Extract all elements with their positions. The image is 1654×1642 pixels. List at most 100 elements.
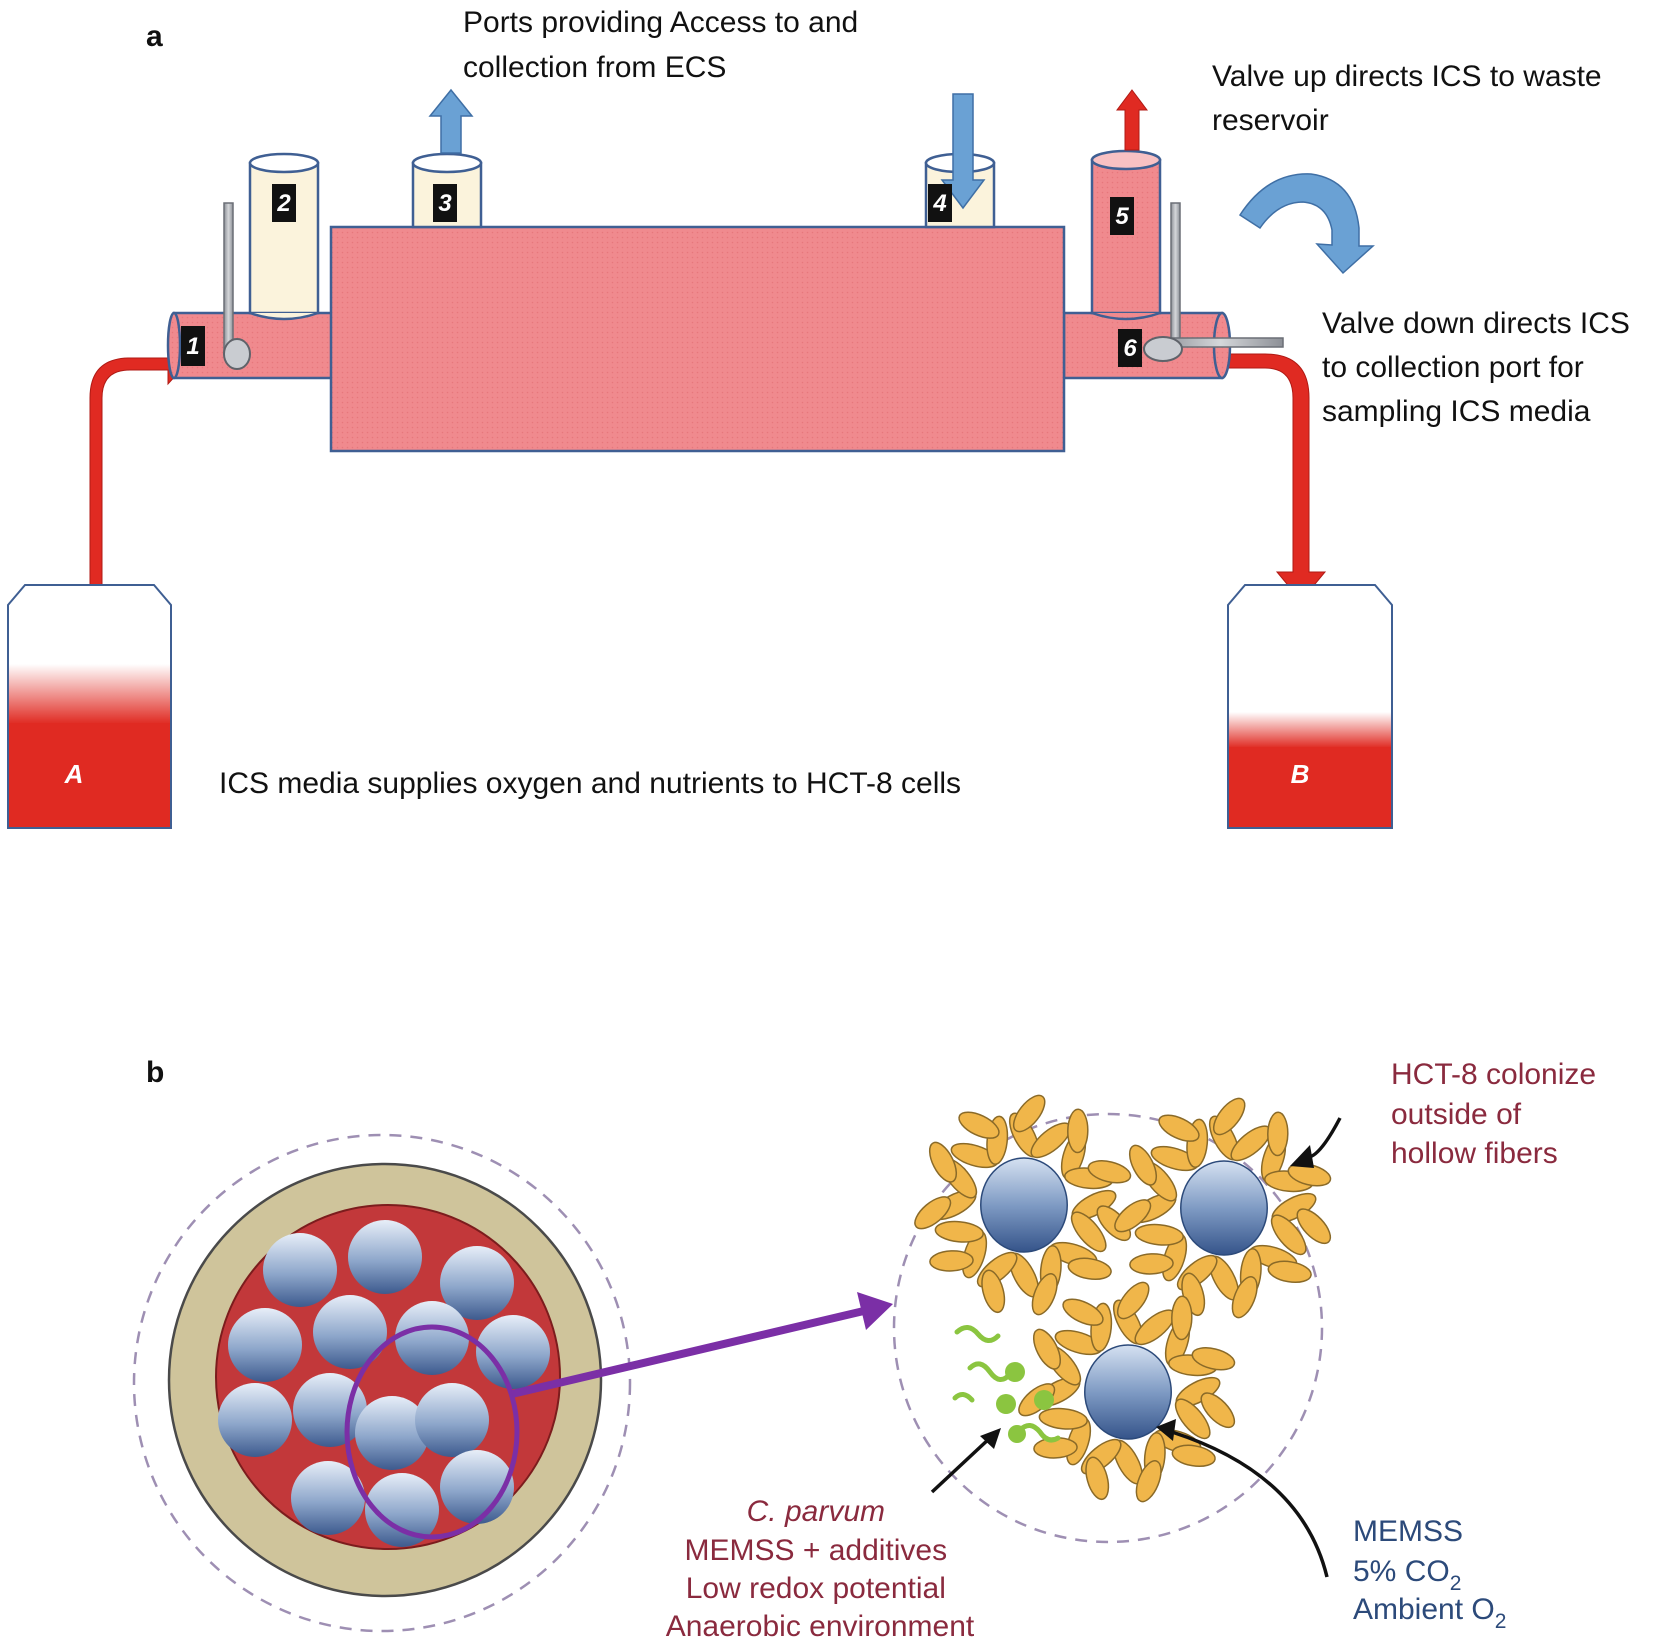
hct8-cell [1032, 1328, 1062, 1370]
inflow-arrow [89, 342, 187, 586]
c-parvum-parasites [952, 1325, 1061, 1443]
port-number-2: 2 [276, 190, 291, 217]
port-badge-3: 3 [433, 184, 457, 222]
hct8-cell [1087, 1160, 1132, 1184]
valve-right [1143, 202, 1284, 362]
hct8-cell [1070, 1211, 1107, 1253]
c-parvum-line-3: Anaerobic environment [666, 1610, 975, 1642]
panel-b-letter: b [146, 1056, 164, 1089]
pointer-c-parvum [930, 1428, 1001, 1494]
hct8-cell [934, 1220, 984, 1243]
hct8-cell [1128, 1144, 1158, 1186]
o2-subscript: 2 [1495, 1610, 1507, 1633]
hollow-fiber-core [1084, 1344, 1172, 1440]
hct8-cell [1031, 1273, 1058, 1316]
cartridge-cross-section [132, 1133, 632, 1633]
hct8-cell [1085, 1456, 1110, 1501]
port-number-4: 4 [932, 190, 946, 217]
hollow-fiber-core [980, 1157, 1068, 1253]
port-number-1: 1 [186, 333, 199, 360]
hct8-cell [1114, 1199, 1152, 1233]
hct8-cell [1135, 1460, 1162, 1503]
fiber-cluster-top-right [1114, 1097, 1332, 1319]
c-parvum-line-1: MEMSS + additives [685, 1534, 948, 1567]
fiber-cluster-top-left [914, 1094, 1132, 1316]
hct8-cell [1212, 1097, 1246, 1136]
port-badge-4: 4 [928, 184, 952, 222]
valve-down-label-line-1: Valve down directs ICS [1322, 307, 1630, 340]
c-parvum-line-2: Low redox potential [686, 1572, 946, 1605]
co2-subscript: 2 [1450, 1572, 1462, 1595]
ecs-in-arrow [940, 93, 986, 210]
panel-a: a Ports providing Access to and collecti… [7, 6, 1638, 829]
bottle-a: A [7, 584, 172, 829]
valve-down-label: Valve down directs ICS to collection por… [1322, 307, 1638, 428]
hct8-cell [1038, 1407, 1088, 1430]
hct8-cell [958, 1111, 1000, 1139]
hct8-cell [1129, 1253, 1174, 1275]
c-parvum-title: C. parvum [747, 1495, 885, 1528]
hct8-cell [1267, 1111, 1289, 1157]
hct8-cell [1231, 1276, 1258, 1319]
bottle-a-label: A [64, 759, 84, 789]
pointer-hct8 [1290, 1117, 1342, 1168]
port-2-cylinder [248, 152, 320, 321]
hct8-cell [1270, 1214, 1307, 1256]
co2-line: 5% CO2 [1353, 1555, 1461, 1595]
hct8-cell [1158, 1114, 1200, 1142]
memss-line: MEMSS [1353, 1515, 1463, 1548]
hct8-label-line-1: HCT-8 colonize [1391, 1058, 1596, 1091]
zoom-arrow [511, 1292, 893, 1398]
hct8-cell [928, 1141, 958, 1183]
waste-arrow [1116, 89, 1148, 151]
hct8-label-line-3: hollow fibers [1391, 1137, 1558, 1170]
ports-label-line-1: Ports providing Access to and [463, 6, 858, 39]
hct8-cell [981, 1269, 1006, 1314]
valve-up-label-line-1: Valve up directs ICS to waste [1212, 60, 1602, 93]
valve-down-label-line-3: sampling ICS media [1322, 395, 1591, 428]
valve-up-label: Valve up directs ICS to waste reservoir [1212, 60, 1610, 137]
hct8-cell [929, 1250, 974, 1272]
hct8-cell [1171, 1295, 1193, 1341]
hct8-cell [1200, 1392, 1236, 1429]
ports-label: Ports providing Access to and collection… [463, 6, 867, 84]
memss-label: MEMSS 5% CO2 Ambient O2 [1353, 1515, 1506, 1633]
valve-left [223, 202, 251, 370]
c-parvum-label: C. parvum MEMSS + additives Low redox po… [666, 1495, 975, 1642]
ics-media-label: ICS media supplies oxygen and nutrients … [219, 767, 961, 800]
hct8-cell [1174, 1398, 1211, 1440]
panel-b: b [132, 1056, 1604, 1642]
port-3-cylinder [411, 152, 483, 229]
outflow-arrow [1224, 353, 1327, 602]
port-number-3: 3 [438, 190, 452, 217]
hct8-cell [1267, 1260, 1312, 1284]
hct8-cell [1116, 1281, 1150, 1320]
hct8-cell [914, 1196, 952, 1230]
hct8-cell [1191, 1347, 1236, 1371]
port-badge-5: 5 [1110, 197, 1134, 235]
hct8-cell [1067, 1108, 1089, 1154]
hct8-cell [1067, 1257, 1112, 1281]
valve-down-label-line-2: to collection port for [1322, 351, 1584, 384]
valve-curved-arrow [1238, 173, 1375, 275]
hct8-cell [1134, 1223, 1184, 1246]
panel-a-letter: a [146, 20, 163, 53]
hct8-cell [1296, 1208, 1332, 1245]
o2-line: Ambient O2 [1353, 1593, 1506, 1633]
hct8-label-line-2: outside of [1391, 1098, 1522, 1131]
fiber-cluster-bottom [1018, 1281, 1236, 1503]
hct8-cell [1012, 1094, 1046, 1133]
port-5-cylinder [1090, 149, 1162, 321]
port-badge-1: 1 [181, 326, 205, 366]
hct8-cell [1062, 1298, 1104, 1326]
hct8-label: HCT-8 colonize outside of hollow fibers [1391, 1058, 1604, 1170]
port-badge-6: 6 [1118, 329, 1142, 367]
hollow-fiber-cartridge [329, 225, 1066, 453]
port-badge-2: 2 [272, 184, 296, 222]
hct8-cell [1171, 1444, 1216, 1468]
pointer-memss [1156, 1419, 1329, 1578]
valve-up-label-line-2: reservoir [1212, 104, 1329, 137]
zoomed-detail [892, 1094, 1332, 1544]
bottle-b: B [1227, 584, 1393, 829]
